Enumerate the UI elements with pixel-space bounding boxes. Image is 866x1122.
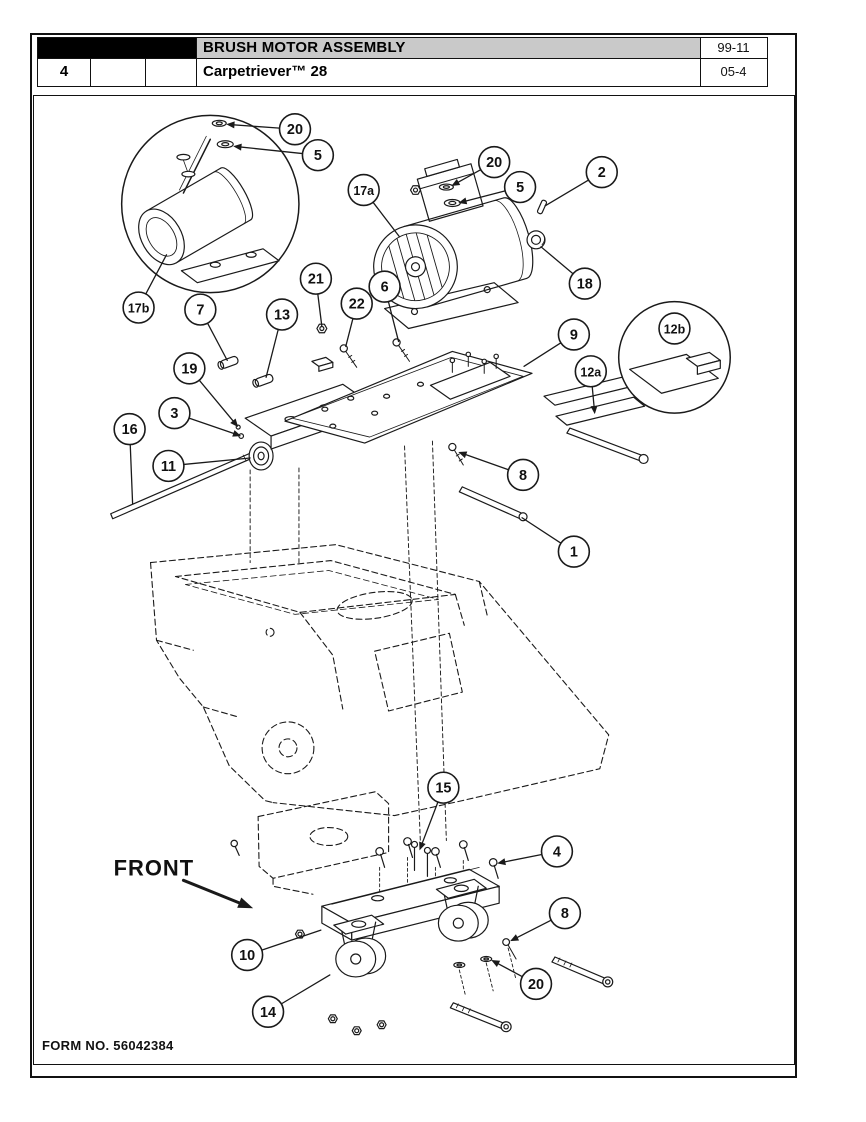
callout-11: 11: [152, 449, 251, 483]
svg-text:12b: 12b: [664, 322, 686, 336]
caster-assembly: [321, 837, 500, 978]
svg-text:16: 16: [122, 422, 138, 438]
header-row-top: BRUSH MOTOR ASSEMBLY 99-11: [38, 38, 767, 59]
svg-text:11: 11: [161, 459, 176, 475]
front-label: FRONT: [114, 855, 194, 880]
brush-shaft-and-pulley: [110, 441, 274, 520]
callout-17b: 17b: [122, 254, 168, 324]
mounting-plate: [284, 350, 533, 444]
callout-12b: 12b: [658, 312, 691, 345]
svg-text:20: 20: [486, 155, 502, 171]
exploded-view-diagram: FRONT 20517a20521817b21226713912b12a1931…: [110, 113, 731, 1036]
header-page-number: 4: [38, 59, 91, 86]
header-row-bottom: 4 Carpetriever™ 28 05-4: [38, 59, 767, 86]
callout-16: 16: [113, 412, 146, 505]
fasteners-21-22-6: [311, 323, 411, 372]
svg-text:17a: 17a: [353, 184, 374, 198]
svg-text:18: 18: [577, 277, 593, 293]
svg-text:14: 14: [260, 1005, 276, 1021]
svg-text:2: 2: [598, 165, 606, 181]
svg-text:1: 1: [570, 545, 578, 561]
caster-screws: [375, 837, 499, 879]
svg-text:19: 19: [181, 361, 197, 377]
callout-10: 10: [230, 929, 322, 972]
pin-1: [458, 486, 528, 522]
callout-1: 1: [521, 517, 591, 568]
callout-12a: 12a: [574, 355, 608, 415]
svg-text:21: 21: [308, 272, 324, 288]
header-table: BRUSH MOTOR ASSEMBLY 99-11 4 Carpetrieve…: [37, 37, 768, 87]
bushing-18: [526, 230, 546, 250]
svg-text:20: 20: [287, 122, 303, 138]
header-date-code: 99-11: [717, 40, 750, 55]
callout-9: 9: [523, 318, 591, 367]
pin-2: [536, 199, 548, 215]
callout-6: 6: [368, 270, 401, 343]
front-arrow-head: [237, 897, 254, 909]
page-border: BRUSH MOTOR ASSEMBLY 99-11 4 Carpetrieve…: [30, 33, 797, 1078]
long-bolt-right: [551, 956, 614, 988]
callout-20: 20: [491, 959, 553, 1001]
callout-14: 14: [251, 974, 331, 1029]
header-empty-cell-2: [146, 59, 197, 86]
callout-20: 20: [226, 113, 312, 146]
callout-5: 5: [458, 170, 537, 205]
callout-21: 21: [299, 262, 333, 328]
callout-layer: 20 5 17a 20 5 2 18 17b 21 22 6 7 13 9 12b 12a 19 3 16 11 8 1 1…: [113, 113, 691, 1029]
svg-text:7: 7: [196, 303, 204, 319]
callout-17a: 17a: [347, 173, 401, 238]
front-indicator: FRONT: [114, 855, 254, 909]
callout-15: 15: [419, 771, 460, 851]
caster-alignment-lines: [379, 856, 517, 996]
alignment-lines: [249, 440, 447, 845]
caster-front: [435, 878, 489, 942]
long-bolt-bottom: [449, 1002, 512, 1033]
detail-circle-17b: [120, 114, 300, 294]
header-revision-code: 05-4: [720, 64, 747, 79]
caster-rear: [333, 914, 387, 978]
callout-2: 2: [544, 155, 618, 207]
svg-text:9: 9: [570, 327, 578, 343]
header-model: Carpetriever™ 28: [197, 59, 701, 86]
callout-8: 8: [458, 451, 540, 492]
screw-8: [448, 442, 464, 466]
svg-text:8: 8: [561, 906, 569, 922]
svg-text:6: 6: [381, 280, 389, 296]
header-empty-cell-1: [91, 59, 146, 86]
callout-4: 4: [497, 835, 574, 868]
svg-text:3: 3: [170, 406, 178, 422]
svg-text:22: 22: [349, 297, 365, 313]
callout-3: 3: [158, 396, 242, 437]
svg-text:10: 10: [239, 948, 255, 964]
form-number: FORM NO. 56042384: [42, 1038, 174, 1053]
callout-7: 7: [184, 293, 228, 362]
svg-text:5: 5: [314, 148, 322, 164]
front-arrow-shaft: [181, 878, 242, 905]
detail-circle-12b: [617, 300, 731, 414]
header-black-box: [38, 38, 197, 58]
callout-22: 22: [340, 287, 373, 348]
svg-text:12a: 12a: [580, 365, 601, 379]
svg-text:15: 15: [435, 781, 451, 797]
svg-text:20: 20: [528, 977, 544, 993]
bottom-hardware: [230, 839, 614, 1036]
callout-13: 13: [265, 298, 299, 378]
svg-text:13: 13: [274, 308, 290, 324]
callout-18: 18: [540, 246, 602, 300]
spacers-7-13: [217, 355, 274, 388]
svg-text:4: 4: [553, 844, 561, 860]
svg-text:8: 8: [519, 468, 527, 484]
callout-20: 20: [451, 145, 511, 187]
svg-text:5: 5: [516, 180, 524, 196]
chassis-outline: [149, 544, 610, 895]
page-title: BRUSH MOTOR ASSEMBLY: [197, 38, 701, 58]
callout-19: 19: [173, 352, 239, 428]
callout-5: 5: [233, 138, 335, 172]
callout-8: 8: [510, 896, 582, 942]
svg-text:17b: 17b: [128, 302, 150, 316]
